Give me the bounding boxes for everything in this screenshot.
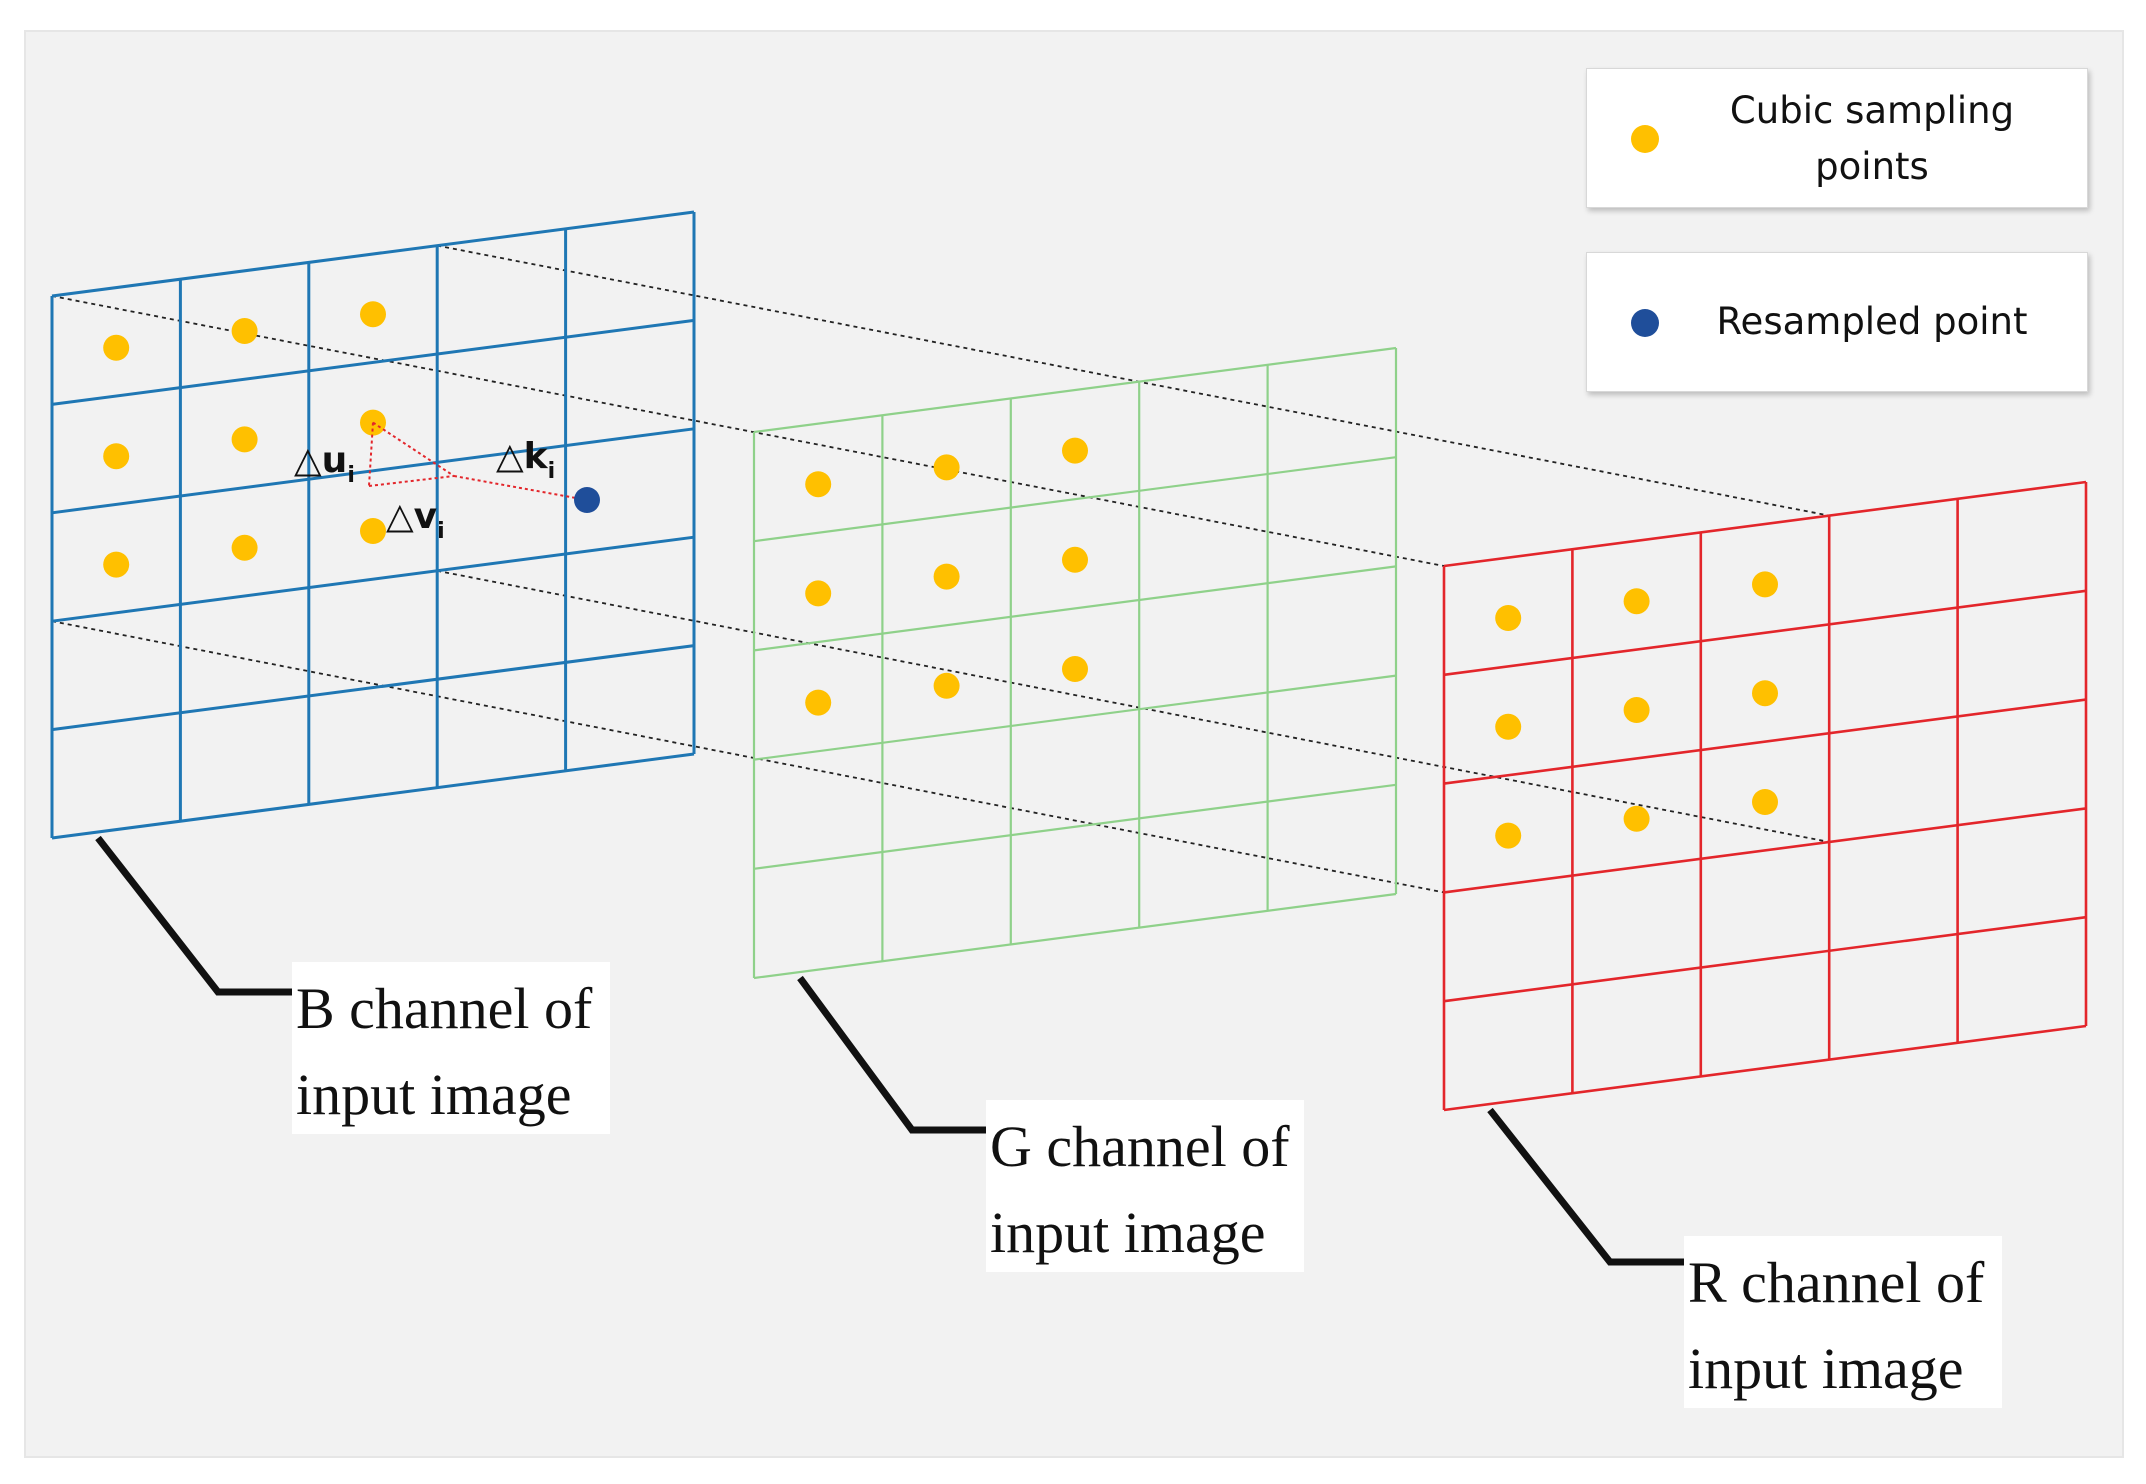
- g-sampling-point-2: [933, 454, 960, 481]
- r-sampling-point-2: [1623, 588, 1650, 615]
- b-grid-horizontal-line-3: [51, 535, 695, 623]
- g-sampling-point-6: [1062, 546, 1088, 573]
- g-channel-leader-line: [797, 975, 986, 1134]
- cubic-sampling-point-marker: [1631, 125, 1659, 153]
- r-grid-horizontal-line-1: [1443, 589, 2087, 677]
- delta-v-line: [368, 475, 455, 487]
- projection-line-4: [437, 569, 1830, 843]
- g-grid-horizontal-line-4: [753, 783, 1397, 870]
- b-channel-grid: [50, 210, 696, 840]
- b-sampling-point-2: [231, 318, 258, 344]
- g-grid-horizontal-line-5: [753, 892, 1397, 980]
- g-sampling-point-1: [805, 471, 832, 498]
- b-grid-horizontal-line-4: [51, 644, 695, 732]
- b-sampling-point-7: [103, 551, 130, 578]
- r-channel-label-line1: R channel of: [1688, 1250, 1985, 1315]
- r-sampling-point-7: [1495, 822, 1522, 849]
- b-sampling-point-1: [103, 334, 130, 361]
- g-grid-horizontal-line-0: [753, 346, 1397, 434]
- legend-cubic-sampling: Cubic sampling points: [1586, 68, 2088, 208]
- r-sampling-point-3: [1752, 571, 1778, 598]
- b-channel-label-line2: input image: [296, 1062, 572, 1127]
- legend-cubic-label: Cubic sampling points: [1729, 89, 2015, 188]
- b-sampling-point-4: [103, 443, 130, 470]
- delta-k-line: [453, 475, 588, 501]
- g-grid-horizontal-line-1: [753, 456, 1397, 543]
- b-grid-horizontal-line-1: [51, 318, 695, 406]
- legend-resampled-label: Resampled point: [1716, 300, 2028, 343]
- g-channel-label: G channel of input image: [986, 1100, 1304, 1272]
- b-channel-leader-line: [95, 835, 292, 996]
- r-channel-label: R channel of input image: [1684, 1236, 2002, 1408]
- projection-line-1: [51, 295, 1445, 567]
- offset-diagonal-line: [372, 421, 455, 477]
- r-channel-leader-line: [1487, 1107, 1684, 1266]
- b-sampling-point-8: [231, 534, 258, 561]
- r-sampling-point-5: [1623, 697, 1650, 723]
- delta-k-label: △ki: [496, 436, 555, 484]
- r-grid-horizontal-line-5: [1443, 1024, 2087, 1112]
- projection-line-3: [51, 620, 1445, 894]
- g-sampling-point-8: [933, 672, 960, 699]
- g-sampling-point-3: [1062, 437, 1088, 464]
- r-grid-horizontal-line-2: [1443, 698, 2087, 785]
- r-grid-horizontal-line-4: [1443, 915, 2087, 1003]
- b-grid-horizontal-line-0: [51, 210, 695, 298]
- g-grid-horizontal-line-3: [753, 674, 1397, 761]
- r-sampling-point-6: [1752, 680, 1778, 707]
- b-sampling-point-5: [231, 426, 258, 453]
- delta-u-line: [368, 422, 374, 487]
- legend-resampled: Resampled point: [1586, 252, 2088, 392]
- g-sampling-point-5: [933, 563, 960, 590]
- g-sampling-point-7: [805, 689, 832, 716]
- g-sampling-point-4: [805, 580, 832, 607]
- b-grid-horizontal-line-5: [51, 752, 695, 840]
- b-channel-label: B channel of input image: [292, 962, 610, 1134]
- b-sampling-point-9: [360, 518, 386, 544]
- r-grid-horizontal-line-3: [1443, 807, 2087, 894]
- g-channel-label-line1: G channel of: [990, 1114, 1290, 1179]
- b-grid-horizontal-line-2: [51, 427, 695, 515]
- label-leader-lines: [95, 835, 1684, 1266]
- resampled-point: [574, 487, 600, 513]
- r-sampling-point-9: [1752, 789, 1778, 815]
- r-sampling-point-4: [1495, 713, 1522, 740]
- sampling-points: [103, 301, 1778, 849]
- r-channel-grid: [1442, 480, 2088, 1112]
- g-channel-grid: [752, 346, 1398, 980]
- resampled-point-marker: [1631, 309, 1659, 337]
- delta-u-label: △ui: [294, 440, 355, 488]
- r-grid-horizontal-line-0: [1443, 480, 2087, 568]
- r-sampling-point-8: [1623, 805, 1650, 832]
- b-sampling-point-3: [360, 301, 386, 328]
- b-channel-label-line1: B channel of: [296, 976, 593, 1041]
- offset-annotations: △ui △vi △ki: [294, 421, 600, 544]
- g-channel-label-line2: input image: [990, 1200, 1266, 1265]
- r-sampling-point-1: [1495, 605, 1522, 631]
- delta-v-label: △vi: [386, 496, 445, 544]
- r-channel-label-line2: input image: [1688, 1336, 1964, 1401]
- g-sampling-point-9: [1062, 656, 1088, 682]
- g-grid-horizontal-line-2: [753, 565, 1397, 652]
